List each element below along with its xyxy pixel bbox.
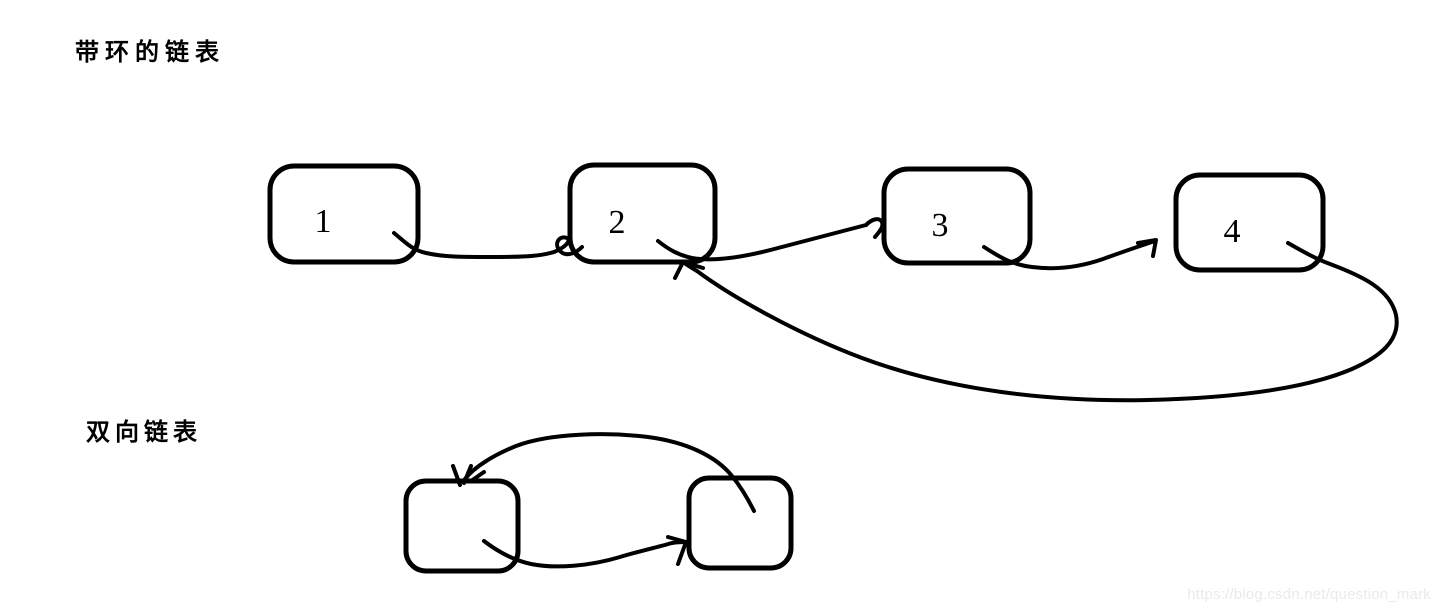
arrow-doubly-right-to-left — [451, 432, 756, 513]
node-4-box — [1173, 172, 1326, 273]
node-4-label: 4 — [1224, 213, 1241, 250]
arrow-node1-to-node2 — [392, 231, 584, 259]
node-3-box — [881, 166, 1033, 266]
node-3-label: 3 — [932, 207, 949, 244]
node-2-box — [567, 162, 718, 265]
doubly-left-box — [403, 478, 521, 574]
node-2-label: 2 — [609, 204, 626, 241]
section-title-doubly-list: 双向链表 — [86, 417, 202, 446]
arrow-node4-cycle-back-to-node2 — [673, 241, 1399, 403]
arrow-node2-to-node3 — [656, 217, 885, 262]
watermark: https://blog.csdn.net/question_mark — [1187, 586, 1431, 603]
doubly-right-box — [686, 475, 794, 571]
node-1-box — [267, 163, 421, 265]
arrow-node3-to-node4 — [982, 238, 1158, 271]
node-1-label: 1 — [315, 203, 332, 240]
section-title-cyclic-list: 带环的链表 — [75, 37, 225, 66]
